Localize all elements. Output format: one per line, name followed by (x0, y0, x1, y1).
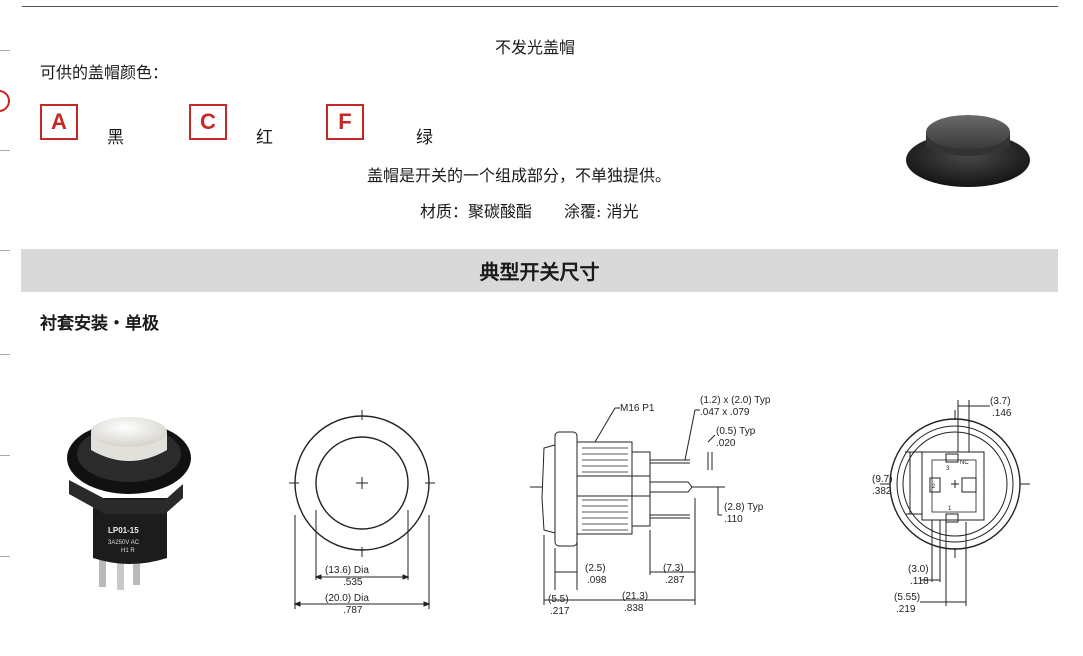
page-edge-mark (0, 250, 10, 251)
thread-spec: M16 P1 (620, 403, 655, 414)
inner-dia-mm: (13.6) Dia (325, 565, 369, 576)
rear-height-mm: (9.7) (872, 474, 893, 485)
page-edge-mark (0, 150, 10, 151)
flange-in: .217 (550, 606, 570, 617)
terminal-length-mm: (7.3) (663, 563, 684, 574)
body-length-in: .838 (624, 603, 644, 614)
color-code-a: A (40, 104, 78, 140)
flange-mm: (5.5) (548, 594, 569, 605)
colors-label: 可供的盖帽颜色： (40, 63, 169, 82)
terminal-thickness-mm: (0.5) Typ (716, 426, 756, 437)
terminal-spacing-mm: (2.8) Typ (724, 502, 764, 513)
cap-image (906, 115, 1030, 187)
terminal-length-in: .287 (665, 575, 685, 586)
page-edge-mark (0, 354, 10, 355)
body-length-mm: (21.3) (622, 591, 648, 602)
page-edge-mark (0, 455, 10, 456)
rear-height-in: .382 (872, 486, 892, 497)
rear-view-drawing: (3.7) .146 (9.7) .382 (3.0) .118 (5.55) … (872, 396, 1030, 615)
outer-dia-mm: (20.0) Dia (325, 593, 369, 604)
pin-1-label: 1 (948, 506, 952, 512)
terminal-size-in: .047 x .079 (700, 407, 750, 418)
section-title: 典型开关尺寸 (21, 249, 1058, 292)
pin-nc-label: NC (960, 460, 969, 466)
switch-photo: LP01-15 3A250V AC H1 R (67, 417, 191, 590)
page-edge-mark (0, 50, 10, 51)
photo-rating-text: 3A250V AC (108, 540, 140, 546)
caps-heading: 不发光盖帽 (495, 38, 576, 57)
rear-bottom2-mm: (5.55) (894, 592, 920, 603)
caps-material: 材质：聚碳酸酯 涂覆: 消光 (420, 202, 639, 221)
pin-2-label: 2 (932, 484, 936, 490)
color-name-black: 黑 (107, 128, 124, 148)
color-code-c: C (189, 104, 227, 140)
caps-note: 盖帽是开关的一个组成部分，不单独提供。 (367, 166, 672, 185)
terminal-size-mm: (1.2) x (2.0) Typ (700, 395, 771, 406)
page-edge-mark (0, 556, 10, 557)
pin-3-label: 3 (946, 466, 950, 472)
rear-top-in: .146 (992, 408, 1012, 419)
cap-height-mm: (2.5) (585, 563, 606, 574)
inner-dia-in: .535 (343, 577, 363, 588)
photo-model-text: LP01-15 (108, 526, 139, 535)
cap-height-in: .098 (587, 575, 607, 586)
color-name-green: 绿 (416, 128, 433, 148)
terminal-thickness-in: .020 (716, 438, 736, 449)
rear-bottom1-in: .118 (910, 576, 929, 587)
color-code-f: F (326, 104, 364, 140)
color-name-red: 红 (256, 128, 273, 148)
section-subtitle: 衬套安装・单极 (40, 314, 159, 334)
page-edge-circle (0, 90, 10, 112)
top-rule (22, 6, 1058, 7)
rear-bottom2-in: .219 (896, 604, 916, 615)
rear-top-mm: (3.7) (990, 396, 1011, 407)
front-view-drawing: (13.6) Dia .535 (20.0) Dia .787 (289, 410, 435, 616)
rear-bottom1-mm: (3.0) (908, 564, 929, 575)
outer-dia-in: .787 (343, 605, 363, 616)
terminal-spacing-in: .110 (724, 514, 743, 525)
side-view-drawing: M16 P1 (1.2) x (2.0) Typ .047 x .079 (0.… (530, 395, 771, 617)
photo-code-text: H1 R (121, 548, 135, 554)
